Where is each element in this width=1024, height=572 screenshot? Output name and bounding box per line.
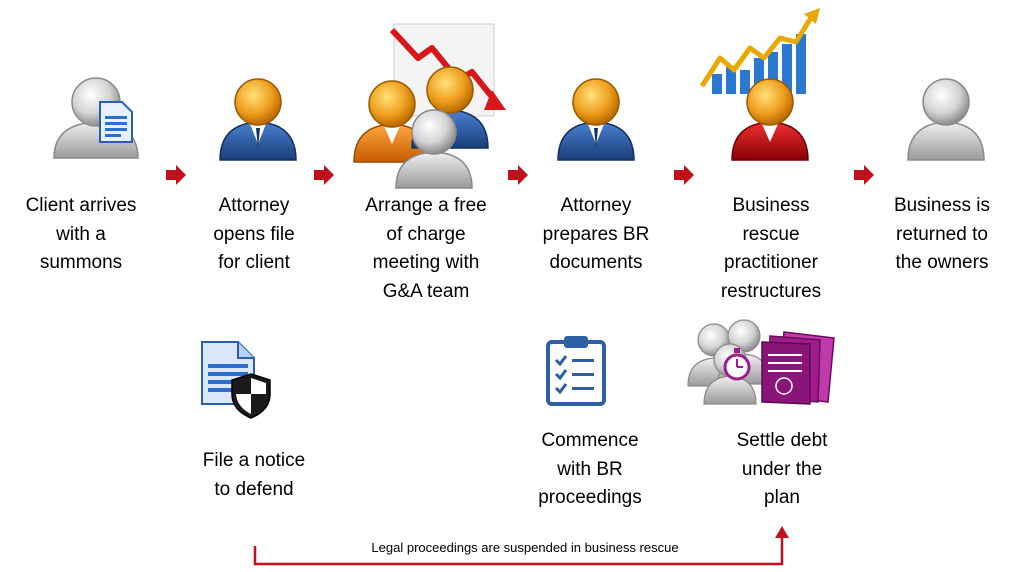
owner-person-icon xyxy=(907,78,985,161)
step-label-attorney-prepares: Attorney prepares BR documents xyxy=(542,195,650,273)
substep-label-settle-debt: Settle debt under the plan xyxy=(736,430,828,508)
attorney-prepares-person-icon xyxy=(557,78,635,161)
step-label-business-returned: Business is returned to the owners xyxy=(893,195,991,273)
rising-bar-chart-icon xyxy=(699,8,820,94)
clipboard-checklist-icon xyxy=(546,336,606,406)
stopwatch-icon xyxy=(723,348,751,381)
flow-arrow-5 xyxy=(854,165,874,185)
flow-arrow-3 xyxy=(508,165,528,185)
flow-arrow-4 xyxy=(674,165,694,185)
purple-folders-icon xyxy=(761,331,835,405)
flow-arrow-2 xyxy=(314,165,334,185)
flow-arrow-1 xyxy=(166,165,186,185)
step-label-attorney-opens: Attorney opens file for client xyxy=(213,195,295,273)
substep-label-commence-br: Commence with BR proceedings xyxy=(538,430,642,508)
document-icon xyxy=(99,101,133,143)
substep-label-notice-to-defend: File a notice to defend xyxy=(202,450,306,500)
team-gray-person-icon xyxy=(395,109,473,189)
step-label-practitioner-restructures: Business rescue practitioner restructure… xyxy=(720,195,822,302)
suspension-note: Legal proceedings are suspended in busin… xyxy=(371,540,679,555)
practitioner-red-person-icon xyxy=(731,78,809,161)
step-label-client-arrives: Client arrives with a summons xyxy=(25,195,137,273)
shield-icon xyxy=(231,373,271,419)
attorney-person-icon xyxy=(219,78,297,161)
step-label-arrange-meeting: Arrange a free of charge meeting with G&… xyxy=(365,195,487,302)
